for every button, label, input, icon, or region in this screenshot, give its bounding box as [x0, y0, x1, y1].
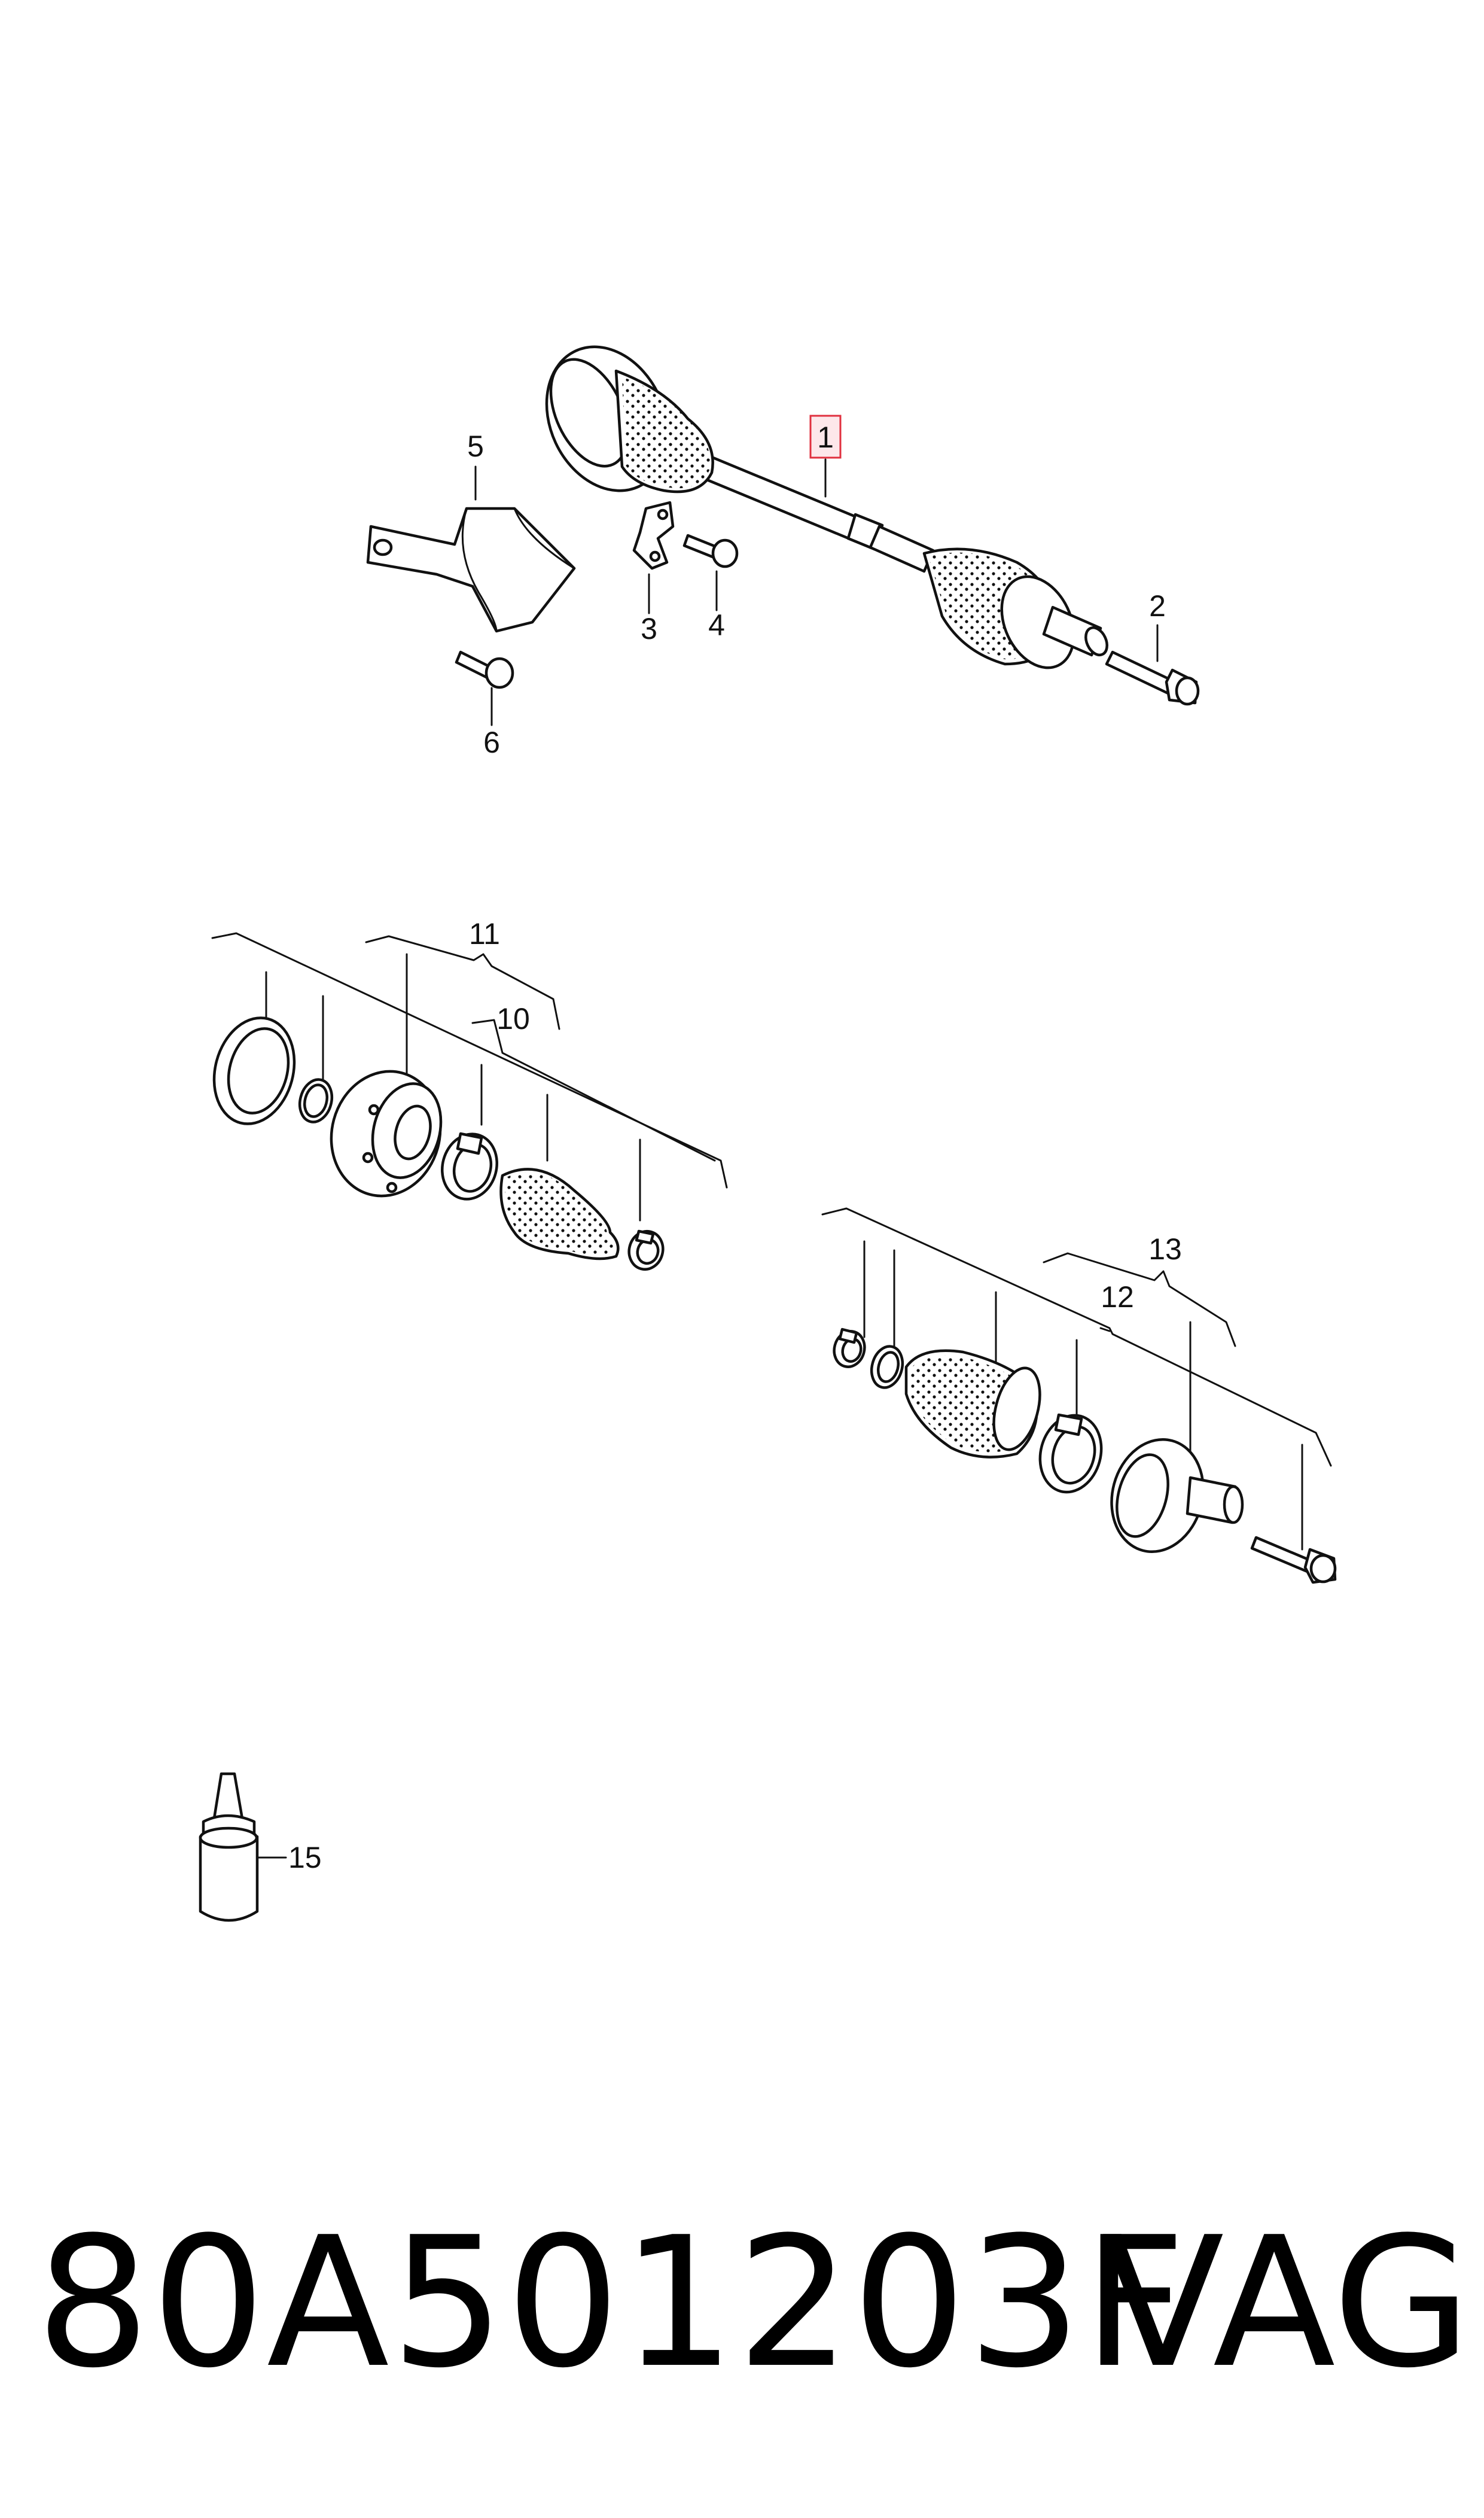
outer-joint-bolt — [1250, 1536, 1315, 1574]
callout-12: 12 — [1101, 1280, 1134, 1314]
grease-part-15: 15 — [199, 1772, 322, 1922]
locking-plate-part-3: 3 — [632, 501, 675, 646]
brand-label: VAG — [1101, 2199, 1471, 2407]
callout-4: 4 — [708, 608, 725, 642]
callout-1: 1 — [817, 421, 834, 454]
shaft-bar-right — [869, 525, 935, 573]
heat-shield-part-5: 5 — [366, 430, 576, 633]
callout-2: 2 — [1149, 589, 1166, 623]
callout-13: 13 — [1148, 1232, 1182, 1266]
callout-1-highlight — [809, 415, 842, 459]
callout-10: 10 — [496, 1002, 530, 1036]
inner-joint-kit: 11 10 — [211, 917, 728, 1271]
drive-shaft-assembly: 1 — [545, 345, 1108, 669]
callout-11: 11 — [469, 917, 500, 951]
screw-part-4: 4 — [682, 534, 739, 642]
footer-caption: 80A501203F VAG — [36, 2213, 1471, 2453]
callout-15: 15 — [288, 1841, 322, 1874]
outer-joint-kit: 13 12 — [821, 1207, 1337, 1584]
bolt-part-6: 6 — [455, 650, 514, 759]
callout-3: 3 — [641, 612, 657, 646]
callout-6: 6 — [483, 726, 500, 759]
bolt-part-2: 2 — [1105, 589, 1200, 706]
right-joint-housing — [1000, 575, 1075, 669]
callout-5: 5 — [467, 430, 484, 463]
part-number-label: 80A501203F — [36, 2199, 1187, 2407]
